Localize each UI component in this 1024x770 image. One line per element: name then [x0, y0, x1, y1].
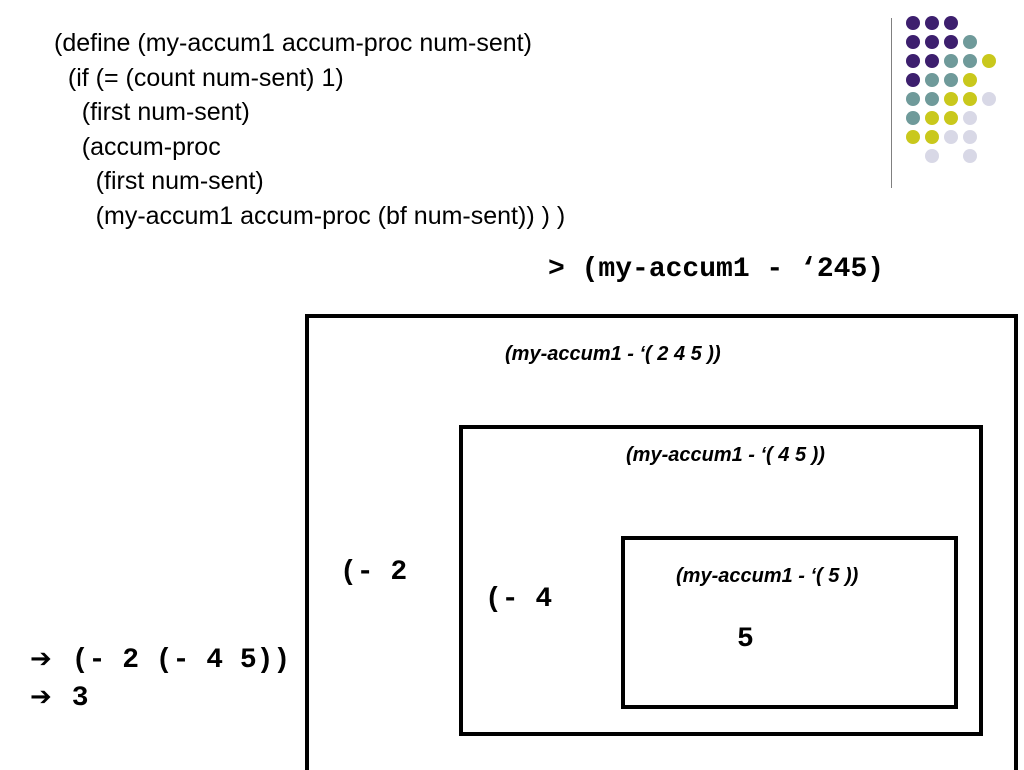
decorative-dot [944, 92, 958, 106]
result-line: ➔3 [30, 682, 89, 714]
decorative-dot [944, 54, 958, 68]
frame-middle-call: (my-accum1 - ‘( 4 5 )) [626, 444, 825, 466]
decorative-dot [944, 73, 958, 87]
frame-middle-operation: (- 4 [485, 584, 553, 615]
decorative-dot [944, 35, 958, 49]
frame-outer [305, 314, 1018, 770]
repl-prompt: > (my-accum1 - ‘245) [548, 254, 885, 285]
decorative-dot [944, 16, 958, 30]
decorative-divider [891, 18, 892, 188]
frame-outer-operation: (- 2 [340, 557, 408, 588]
decorative-dot [963, 73, 977, 87]
code-line: (first num-sent) [54, 167, 264, 195]
decorative-dot-grid [906, 16, 1024, 176]
result-line: ➔ (- 2 (- 4 5)) [30, 644, 290, 676]
code-line: (accum-proc [54, 132, 221, 161]
frame-inner [621, 536, 958, 709]
decorative-dot [982, 54, 996, 68]
code-line: (first num-sent) [54, 98, 250, 126]
procedure-definition: (define (my-accum1 accum-proc num-sent) … [54, 26, 565, 233]
decorative-dot [944, 111, 958, 125]
decorative-dot [906, 130, 920, 144]
result-expression: (- 2 (- 4 5)) [71, 645, 291, 676]
decorative-dot [925, 149, 939, 163]
decorative-dot [925, 130, 939, 144]
decorative-dot [944, 130, 958, 144]
decorative-dot [906, 16, 920, 30]
decorative-dot [963, 111, 977, 125]
code-line: (my-accum1 accum-proc (bf num-sent)) ) ) [54, 201, 566, 230]
decorative-dot [963, 54, 977, 68]
arrow-right-icon: ➔ [30, 644, 52, 674]
decorative-dot [982, 92, 996, 106]
decorative-dot [906, 73, 920, 87]
decorative-dot [906, 92, 920, 106]
decorative-dot [963, 92, 977, 106]
code-line: (define (my-accum1 accum-proc num-sent) [54, 29, 532, 57]
frame-middle [459, 425, 983, 736]
frame-inner-value: 5 [737, 624, 754, 655]
decorative-dot [925, 73, 939, 87]
decorative-dot [925, 92, 939, 106]
arrow-right-icon: ➔ [30, 682, 52, 712]
decorative-dot [906, 35, 920, 49]
decorative-dot [925, 54, 939, 68]
decorative-dot [963, 35, 977, 49]
decorative-dot [906, 54, 920, 68]
frame-inner-call: (my-accum1 - ‘( 5 )) [676, 565, 859, 587]
decorative-dot [963, 149, 977, 163]
result-value: 3 [71, 683, 89, 714]
decorative-dot [925, 35, 939, 49]
decorative-dot [963, 130, 977, 144]
frame-outer-call: (my-accum1 - ‘( 2 4 5 )) [505, 343, 721, 365]
code-line: (if (= (count num-sent) 1) [54, 63, 344, 92]
decorative-dot [925, 16, 939, 30]
decorative-dot [925, 111, 939, 125]
decorative-dot [906, 111, 920, 125]
